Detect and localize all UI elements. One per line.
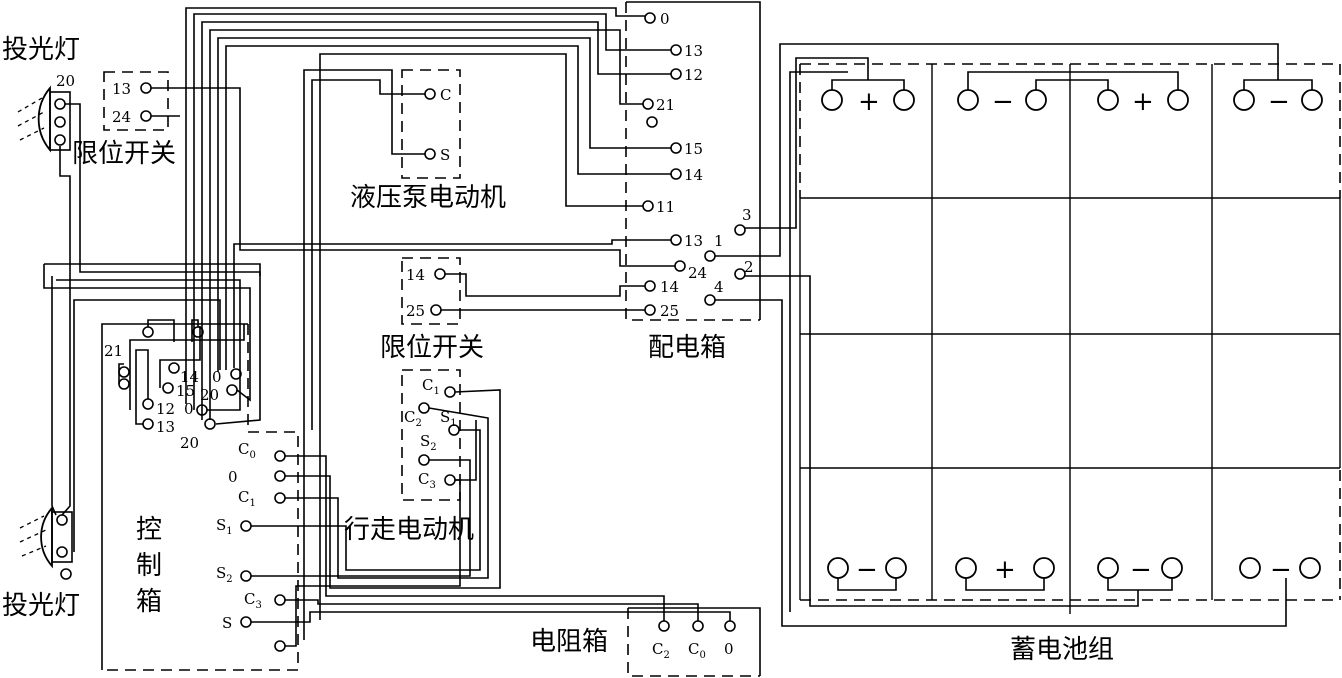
- spotlight-bottom: [19, 505, 73, 580]
- limit-switch-2-pin-25: 25: [406, 302, 425, 320]
- ctrl-pin-13: 13: [156, 418, 175, 436]
- battery-sign-bottom-2: +: [994, 555, 1016, 585]
- resistor-box-outline: [628, 607, 761, 676]
- pump-motor-box: [401, 69, 461, 179]
- limit-switch-1-label: 限位开关: [72, 139, 176, 169]
- limit-switch-2-box: [401, 257, 461, 325]
- battery-pack: [799, 63, 1341, 614]
- battery-sign-top-3: +: [1132, 87, 1154, 117]
- dist-pin-14b: 14: [660, 278, 679, 296]
- motor-pin-c3: C3: [418, 470, 436, 491]
- motor-pin-s1: S1: [440, 408, 457, 429]
- ctrl-pin-12: 12: [156, 400, 175, 418]
- battery-sign-top-1: +: [858, 87, 880, 117]
- limit-switch-2-label: 限位开关: [380, 333, 484, 363]
- battery-sign-top-2: −: [992, 87, 1014, 117]
- wires: [43, 7, 1313, 647]
- dist-bat-pin-4: 4: [714, 278, 724, 296]
- ctrl-pin-c3: C3: [244, 590, 262, 611]
- control-box-label-1: 控: [136, 515, 162, 545]
- pump-motor-pin-s: S: [440, 146, 450, 164]
- control-box-terminals: [118, 326, 286, 652]
- limit-switch-1-pin-13: 13: [112, 80, 131, 98]
- control-box-label-3: 箱: [136, 587, 162, 617]
- resistor-pin-0: 0: [724, 640, 734, 658]
- battery-terminals-top: [821, 89, 1323, 111]
- ctrl-pin-0a: 0: [212, 368, 222, 386]
- battery-sign-bottom-3: −: [1130, 555, 1152, 585]
- spotlight-bottom-label: 投光灯: [2, 591, 80, 621]
- drive-motor-label: 行走电动机: [344, 515, 474, 545]
- ctrl-pin-21: 21: [104, 342, 123, 360]
- dist-pin-24: 24: [688, 264, 707, 282]
- ctrl-pin-c1: C1: [238, 488, 256, 509]
- motor-pin-s2: S2: [420, 432, 437, 453]
- ctrl-pin-0c: 0: [228, 468, 238, 486]
- dist-bat-pin-1: 1: [714, 232, 724, 250]
- resistor-box-label: 电阻箱: [530, 627, 608, 657]
- dist-pin-12: 12: [684, 66, 703, 84]
- battery-sign-top-4: −: [1268, 87, 1290, 117]
- drive-motor-box: [401, 369, 461, 501]
- resistor-pin-c2: C2: [652, 640, 670, 661]
- dist-pin-25: 25: [660, 302, 679, 320]
- spotlight-top-pin: 20: [56, 72, 75, 90]
- pump-motor-pin-c: C: [440, 86, 451, 104]
- dist-pin-0: 0: [660, 10, 670, 28]
- limit-switch-2-pin-14: 14: [406, 266, 425, 284]
- dist-pin-15: 15: [684, 140, 703, 158]
- control-box-label-2: 制: [136, 551, 162, 581]
- distribution-box-label: 配电箱: [648, 333, 726, 363]
- limit-switch-1-box: [103, 71, 169, 131]
- battery-pack-label: 蓄电池组: [1010, 635, 1114, 665]
- motor-pin-c2: C2: [404, 408, 422, 429]
- spotlight-top: [17, 85, 71, 153]
- ctrl-pin-s2: S2: [216, 564, 233, 585]
- spotlight-top-label: 投光灯: [2, 35, 80, 65]
- dist-pin-11: 11: [656, 198, 675, 216]
- dist-pin-14a: 14: [684, 166, 703, 184]
- battery-terminals-bottom: [827, 557, 1321, 579]
- dist-pin-21: 21: [656, 96, 675, 114]
- resistor-pin-c0: C0: [688, 640, 706, 661]
- dist-pin-13b: 13: [684, 232, 703, 250]
- ctrl-pin-s: S: [222, 614, 232, 632]
- battery-sign-bottom-1: −: [856, 555, 878, 585]
- ctrl-pin-s1: S1: [216, 516, 233, 537]
- ctrl-pin-c0: C0: [238, 440, 256, 461]
- control-box-outline: [101, 323, 248, 670]
- dist-bat-pin-3: 3: [742, 206, 752, 224]
- distribution-box-terminals: [642, 12, 746, 316]
- motor-pin-c1: C1: [422, 376, 440, 397]
- dist-pin-13a: 13: [684, 42, 703, 60]
- ctrl-pin-20b: 20: [180, 434, 199, 452]
- battery-sign-bottom-4: −: [1270, 555, 1292, 585]
- distribution-box-outline: [626, 1, 761, 320]
- limit-switch-1-pin-24: 24: [112, 108, 131, 126]
- dist-bat-pin-2: 2: [744, 258, 754, 276]
- ctrl-pin-0b: 0: [184, 400, 194, 418]
- pump-motor-label: 液压泵电动机: [350, 183, 506, 213]
